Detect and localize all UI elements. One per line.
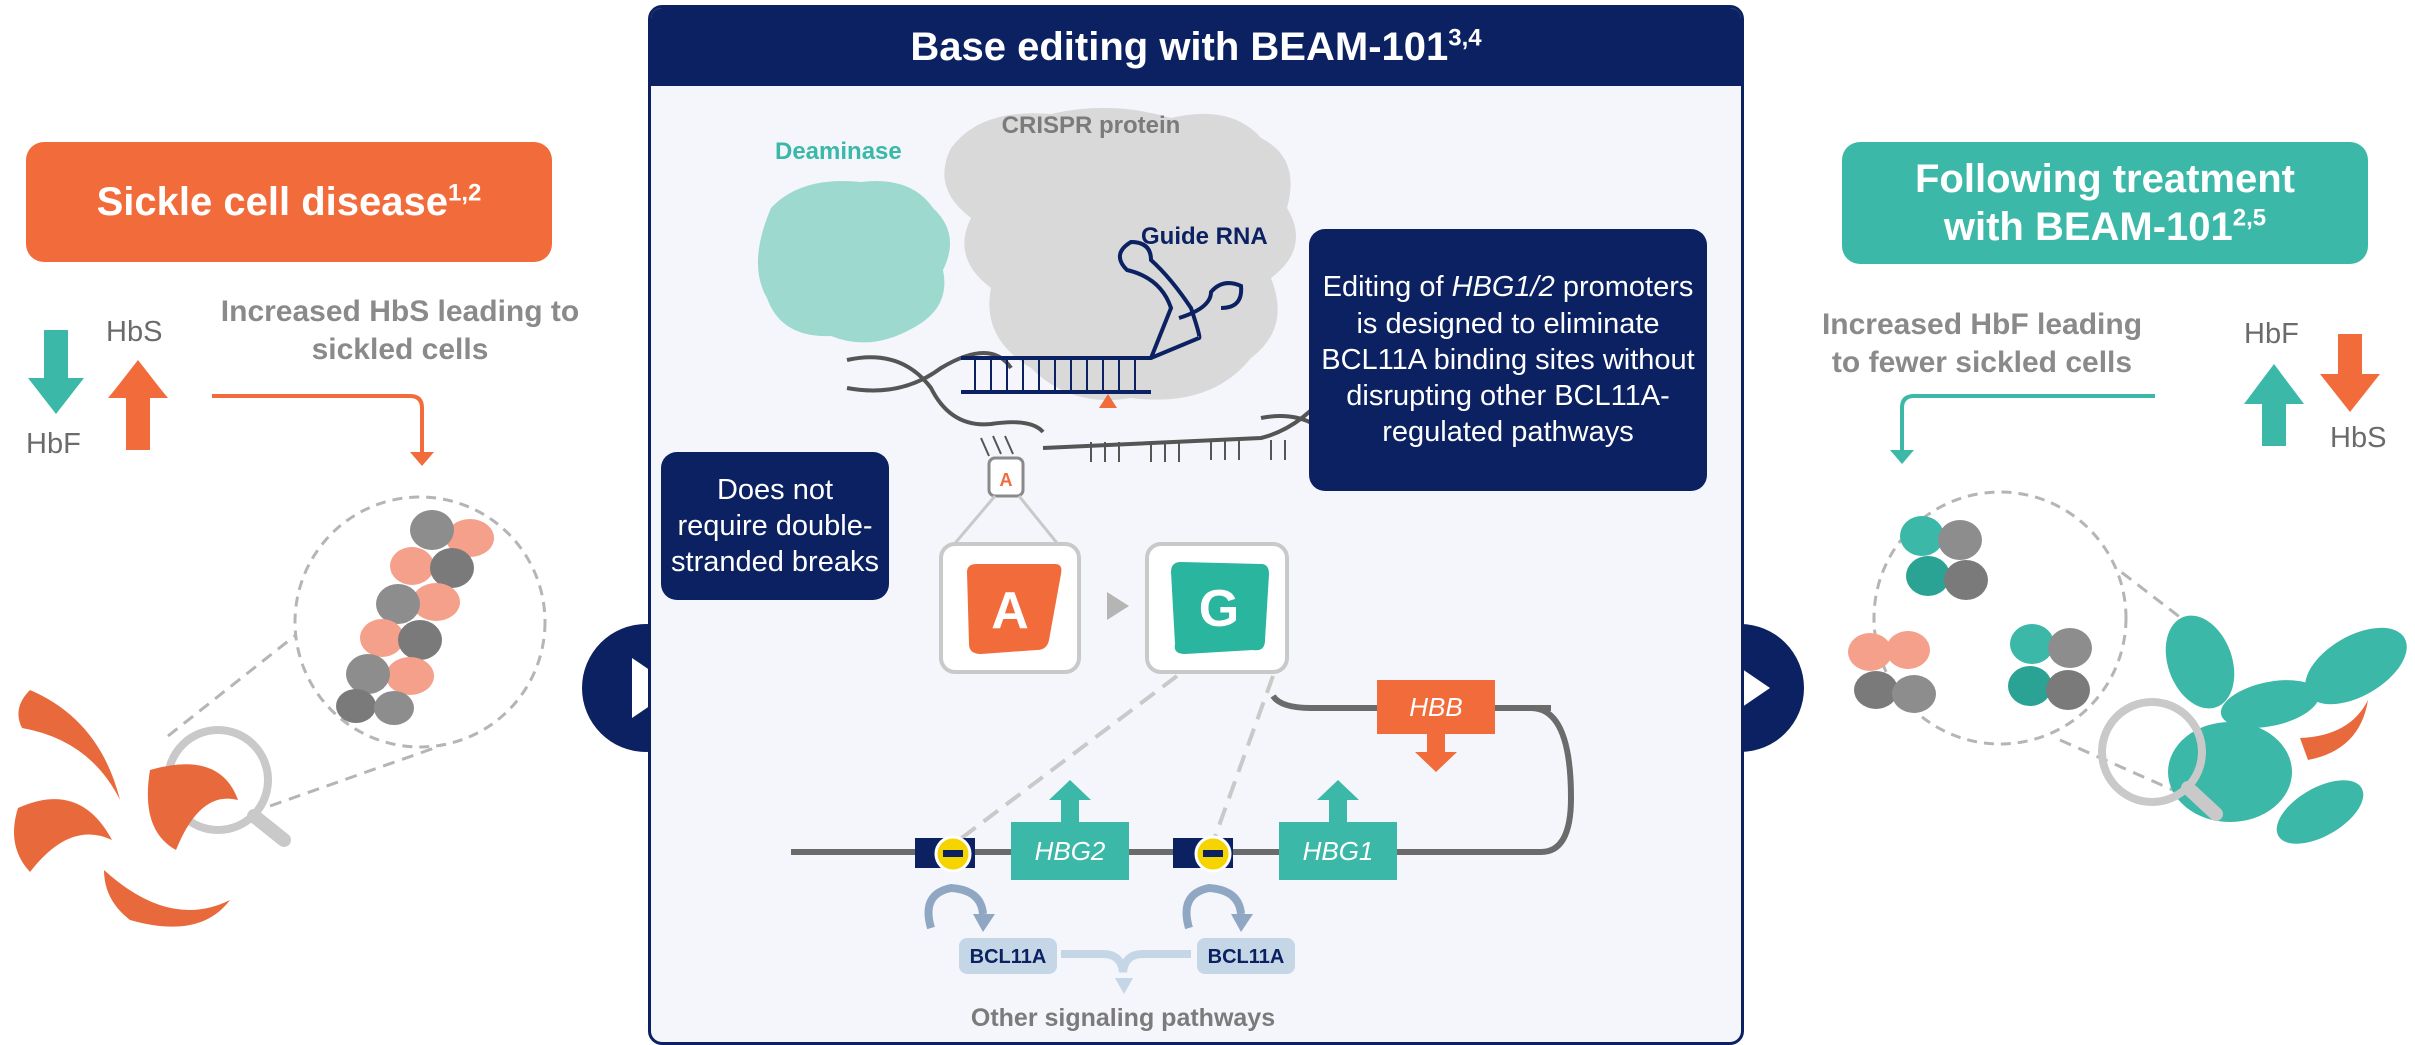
sickle-cell-disease-title: Sickle cell disease1,2 (26, 142, 552, 262)
hbb-box (1377, 680, 1495, 734)
center-panel: Base editing with BEAM-1013,4 (648, 5, 1744, 1045)
hbf-up-arrow-icon (2244, 364, 2304, 446)
hbf-down-arrow-icon (28, 330, 84, 414)
bcl11a-left-curve (924, 883, 987, 930)
hbs-down-arrow-icon (2320, 334, 2380, 412)
bcl11a-left-text: BCL11A (970, 946, 1047, 968)
hbg1-box (1279, 822, 1397, 880)
edit-site-marker (1099, 394, 1117, 408)
left-illustration (14, 330, 547, 927)
right-title-line1: Following treatment (1915, 157, 2295, 201)
crispr-protein-label: CRISPR protein (1002, 112, 1181, 139)
base-a-text: A (991, 582, 1029, 640)
hbg2-box (1011, 822, 1129, 880)
deaminase-label: Deaminase (775, 138, 902, 165)
hbg1-text: HBG1 (1303, 836, 1374, 866)
guide-rna-label: Guide RNA (1141, 223, 1268, 250)
bcl11a-right-curve (1182, 883, 1245, 930)
other-pathways-label: Other signaling pathways (971, 1004, 1275, 1032)
no-double-strand-break-box: Does not require double-stranded breaks (661, 452, 889, 600)
base-editing-diagram: A A G HBB HBG2 (757, 107, 1575, 1032)
deaminase-shape (757, 181, 951, 343)
right-title-line2: with BEAM-101 (1943, 205, 2233, 249)
left-hbf-label: HbF (26, 428, 81, 460)
hbb-down-arrow-icon (1415, 734, 1457, 772)
base-g-text: G (1199, 580, 1239, 638)
right-connector-arrow (1890, 394, 2155, 464)
left-connector-arrow (212, 394, 434, 466)
center-title: Base editing with BEAM-101 (910, 24, 1449, 69)
hbg1-up-arrow-icon (1317, 780, 1359, 822)
pathway-bracket (1061, 950, 1191, 973)
small-a-box (987, 456, 1025, 498)
healthy-red-cells (2165, 615, 2407, 844)
gene-locus-line (791, 694, 1575, 856)
hbs-up-arrow-icon (108, 360, 168, 450)
sickle-cells (14, 690, 238, 927)
hbg-italic: HBG1/2 (1451, 271, 1555, 304)
base-g-shape (1171, 562, 1269, 654)
right-hbf-label: HbF (2244, 318, 2299, 350)
guide-rna-strand (961, 239, 1244, 394)
center-title-refs: 3,4 (1448, 24, 1482, 52)
hbf-hemoglobin-clusters (1848, 516, 2092, 713)
editing-info-box: Editing of HBG1/2 promoters is designed … (1309, 229, 1707, 491)
small-a-text: A (1000, 470, 1013, 490)
hbb-text: HBB (1409, 692, 1462, 722)
right-magnifier-icon (2098, 698, 2223, 821)
right-caption: Increased HbF leading to fewer sickled c… (1821, 308, 2143, 379)
left-hbs-label: HbS (106, 316, 163, 348)
right-hbs-label: HbS (2330, 422, 2387, 454)
a-to-g-arrow-icon (1107, 592, 1129, 620)
following-treatment-title: Following treatment with BEAM-1012,5 (1842, 142, 2368, 264)
hbg2-up-arrow-icon (1049, 780, 1091, 822)
left-caption: Increased HbS leading to sickled cells (220, 295, 580, 366)
hbs-polymer-chain (336, 510, 494, 725)
hbg2-text: HBG2 (1035, 836, 1106, 866)
sickle-title-refs: 1,2 (448, 179, 482, 207)
center-header: Base editing with BEAM-1013,4 (651, 8, 1741, 86)
bcl11a-right-box (1197, 938, 1295, 974)
right-title-refs: 2,5 (2232, 204, 2267, 232)
right-illustration (1848, 334, 2407, 844)
bcl11a-left-box (959, 938, 1057, 974)
base-a-shape (967, 564, 1062, 654)
bcl11a-right-text: BCL11A (1208, 946, 1285, 968)
sickle-title-text: Sickle cell disease (96, 179, 448, 224)
